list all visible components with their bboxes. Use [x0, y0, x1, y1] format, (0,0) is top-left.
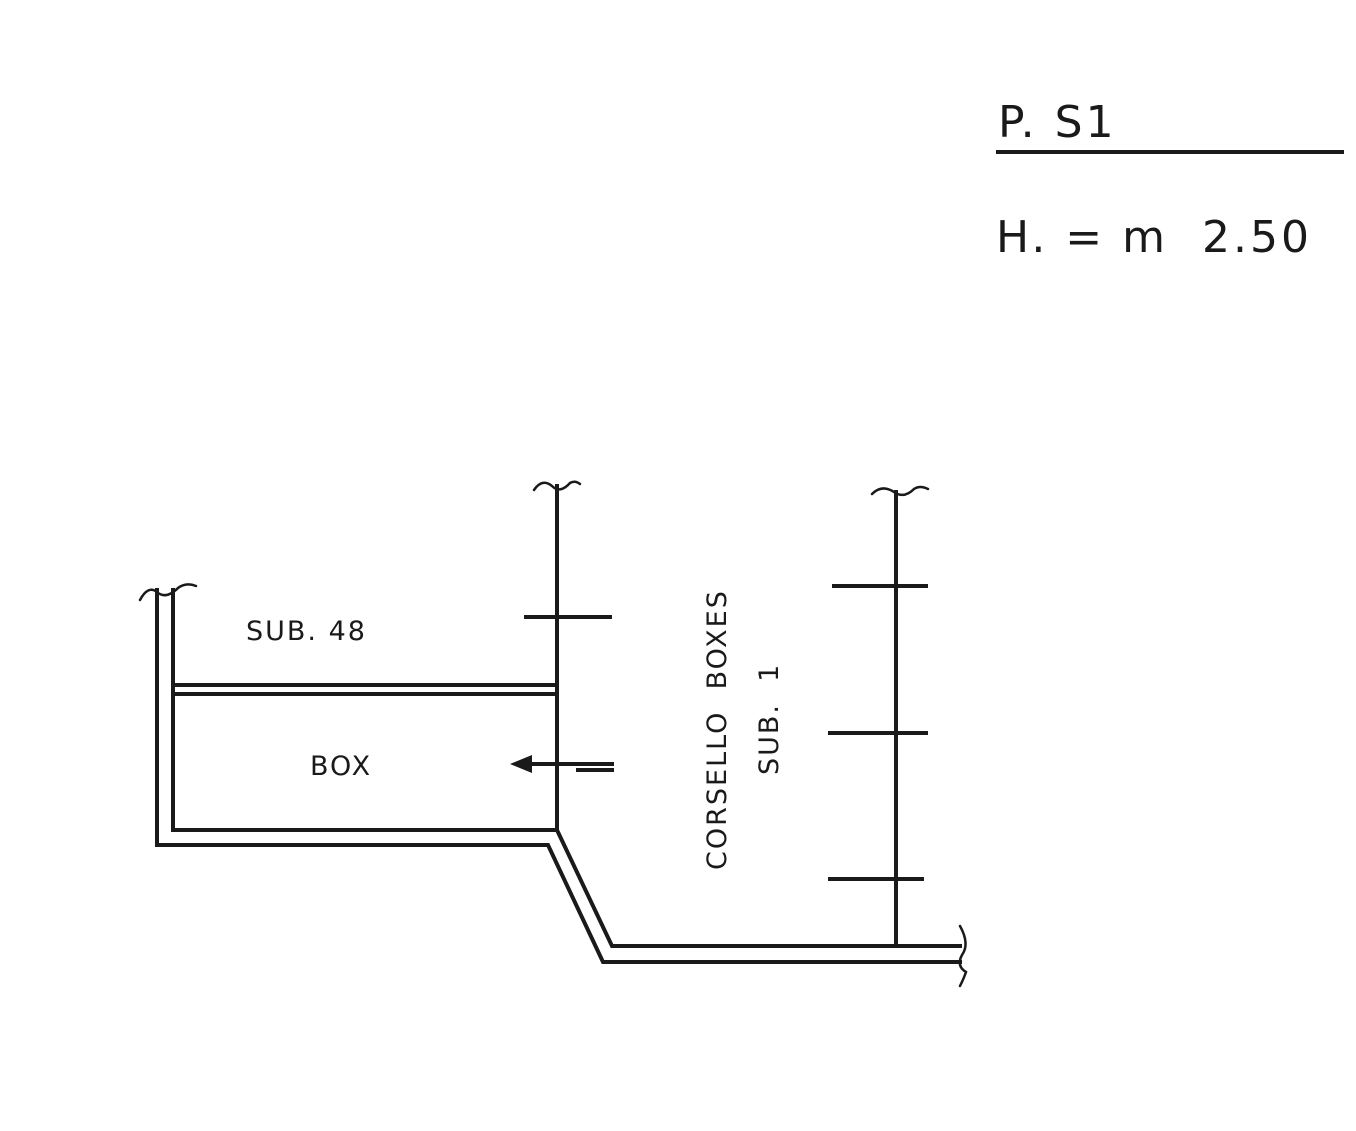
height-label: H. = m 2.50 — [996, 212, 1312, 263]
neighbor-unit-label: SUB. 48 — [246, 616, 367, 647]
break-mark-center — [532, 480, 582, 492]
box-unit-label: BOX — [310, 751, 372, 782]
break-mark-right — [870, 485, 930, 497]
break-mark-bottom-right — [958, 924, 968, 988]
box-outer-wall — [155, 588, 962, 964]
entry-arrow-icon — [510, 755, 614, 773]
break-mark-left — [138, 583, 198, 602]
corridor-sub-label: SUB. 1 — [754, 663, 785, 775]
floor-label: P. S1 — [998, 97, 1117, 148]
corridor-label: CORSELLO BOXES — [702, 589, 733, 870]
